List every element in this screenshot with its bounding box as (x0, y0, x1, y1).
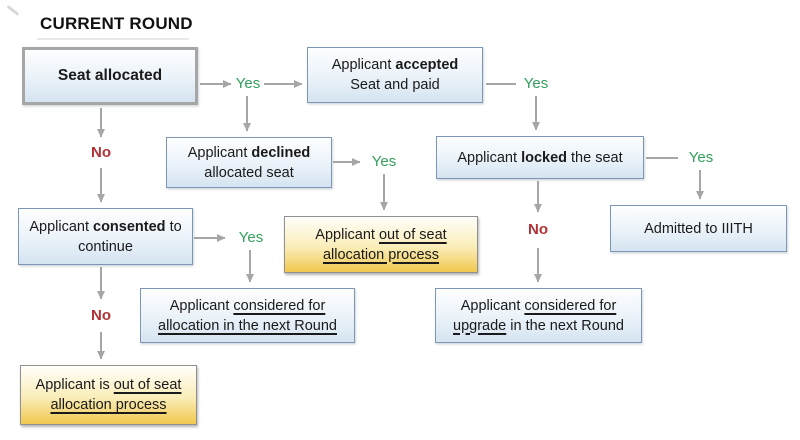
node-consented-line2: continue (78, 238, 133, 255)
label-yes-accepted-locked: Yes (523, 75, 549, 92)
node-next-round-upgrade-line2: upgrade in the next Round (453, 317, 624, 334)
node-declined-seat: Applicant declined allocated seat (166, 137, 332, 188)
node-accepted-line1: Applicant accepted (331, 57, 459, 73)
node-consented-continue: Applicant consented to continue (18, 208, 193, 265)
label-yes-seat-accepted: Yes (235, 75, 261, 92)
node-admitted: Admitted to IIITH (610, 205, 787, 252)
node-locked-line1: Applicant locked the seat (457, 149, 623, 166)
node-admitted-label: Admitted to IIITH (644, 220, 753, 237)
node-consented-line1: Applicant consented to (29, 218, 182, 235)
page-title: CURRENT ROUND (40, 14, 193, 33)
node-seat-allocated-label: Seat allocated (57, 67, 163, 84)
node-next-round-allocation: Applicant considered for allocation in t… (140, 288, 355, 343)
label-yes-locked-admitted: Yes (688, 149, 714, 166)
node-is-out-of-process-line2: allocation process (50, 397, 167, 413)
node-locked-seat: Applicant locked the seat (436, 136, 644, 179)
node-is-out-of-process-line1: Applicant is out of seat (35, 377, 182, 393)
node-declined-line1: Applicant declined (187, 144, 311, 161)
node-out-of-process-line1: Applicant out of seat (315, 226, 447, 243)
node-out-of-process: Applicant out of seat allocation process (284, 216, 478, 273)
label-no-locked-upgrade: No (528, 221, 548, 238)
node-next-round-allocation-line1: Applicant considered for (169, 297, 326, 314)
node-seat-allocated: Seat allocated (22, 47, 198, 105)
node-next-round-allocation-line2: allocation in the next Round (158, 317, 337, 334)
title-underline (37, 38, 189, 40)
node-declined-line2: allocated seat (204, 164, 294, 181)
label-no-seat-consented: No (91, 144, 111, 161)
node-next-round-upgrade: Applicant considered for upgrade in the … (435, 288, 642, 343)
node-is-out-of-process: Applicant is out of seat allocation proc… (20, 365, 197, 425)
node-next-round-upgrade-line1: Applicant considered for (460, 297, 617, 314)
node-out-of-process-line2: allocation process (322, 246, 440, 263)
label-yes-declined-out: Yes (371, 153, 397, 170)
label-yes-consented-nextround: Yes (238, 229, 264, 246)
node-accepted-line2: Seat and paid (350, 77, 440, 93)
label-no-consented-out: No (91, 307, 111, 324)
node-accepted-and-paid: Applicant accepted Seat and paid (307, 47, 483, 103)
